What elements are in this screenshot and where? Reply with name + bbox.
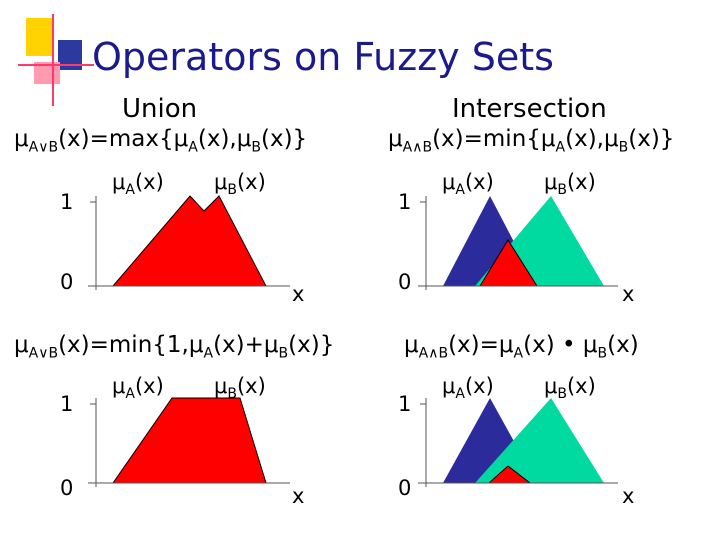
- bounded-sum-mu-b-label: μB(x): [214, 374, 266, 403]
- page-title: Operators on Fuzzy Sets: [92, 35, 554, 79]
- bounded-sum-x-label: x: [292, 484, 305, 508]
- union-plot: [88, 195, 290, 290]
- bounded-sum-one-label: 1: [60, 392, 74, 416]
- bounded-sum-region: [112, 397, 267, 484]
- product-one-label: 1: [398, 392, 412, 416]
- intersection-plot: [418, 196, 618, 290]
- product-plot: [418, 398, 618, 487]
- union-x-label: x: [292, 282, 305, 306]
- product-mu-b-label: μB(x): [544, 374, 596, 403]
- intersection-zero-label: 0: [398, 270, 412, 294]
- bounded-sum-mu-a-label: μA(x): [112, 374, 164, 403]
- product-zero-label: 0: [398, 476, 412, 500]
- intersection-formula: μA∧B(x)=min{μA(x),μB(x)}: [388, 126, 675, 156]
- union-mu-a-label: μA(x): [112, 170, 164, 199]
- intersection-mu-a-label: μA(x): [442, 170, 494, 199]
- union-region: [111, 195, 267, 287]
- union-heading: Union: [122, 94, 198, 124]
- intersection-mu-b-label: μB(x): [544, 170, 596, 199]
- union-mu-b-label: μB(x): [214, 170, 266, 199]
- union-one-label: 1: [60, 190, 74, 214]
- bounded-sum-formula: μA∨B(x)=min{1,μA(x)+μB(x)}: [14, 332, 335, 362]
- product-formula: μA∧B(x)=μA(x) • μB(x): [404, 332, 639, 362]
- bounded-sum-plot: [88, 397, 290, 487]
- union-zero-label: 0: [60, 270, 74, 294]
- intersection-x-label: x: [622, 282, 635, 306]
- bounded-sum-zero-label: 0: [60, 476, 74, 500]
- product-mu-a-label: μA(x): [442, 374, 494, 403]
- product-x-label: x: [622, 484, 635, 508]
- intersection-one-label: 1: [398, 190, 412, 214]
- intersection-heading: Intersection: [452, 94, 607, 124]
- union-formula: μA∨B(x)=max{μA(x),μB(x)}: [14, 126, 308, 156]
- product-set-b: [475, 398, 604, 483]
